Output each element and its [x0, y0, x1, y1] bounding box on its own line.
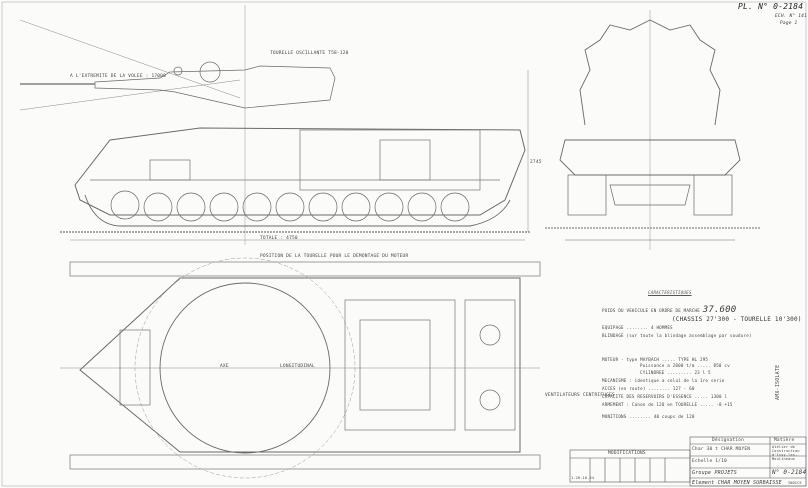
char-row: EQUIPAGE ........ 4 HOMMES	[602, 325, 673, 330]
ventilation-label: VENTILATEURS CENTRIFUGES	[545, 393, 615, 398]
left-track-front	[567, 174, 607, 216]
track-bottom	[69, 454, 541, 470]
char-value: 127 - 60	[672, 386, 695, 391]
char-label: ARMEMENT : Canon de 120 en TOURELLE	[602, 402, 698, 407]
char-value: 40 coups de 120	[653, 414, 695, 419]
char-label: MECANISME : identique a celui de la 1re …	[602, 378, 725, 383]
engine-compartment	[299, 129, 481, 191]
elevation-line	[19, 19, 241, 99]
char-value: 1300 l	[710, 394, 728, 399]
char-row: POIDS DU VEHICULE EN ORDRE DE MARCHE 37.…	[602, 305, 736, 315]
front-view	[545, 10, 760, 250]
length-dimension-label: TOTALE : 4750	[260, 236, 298, 241]
turret-front-outline	[579, 19, 721, 126]
char-row: MOTEUR - type MAYBACH ..... TYPE HL 295	[602, 357, 709, 362]
char-value: -8 +15	[716, 402, 733, 407]
atelier-field: Atelier de Construction d'Issy-les-Mouli…	[772, 445, 800, 461]
road-wheels	[110, 190, 470, 222]
transmission-plan	[464, 299, 516, 431]
side-view	[19, 5, 530, 245]
gun-label: A L'EXTREMITE DE LA VOLEE : 17000	[70, 74, 167, 79]
turret-outline	[94, 65, 336, 109]
matiere-header: Matière	[774, 438, 795, 443]
group-field: Groupe PROJETS	[692, 470, 737, 476]
ammo-rack-plan	[119, 329, 151, 406]
hull-outline	[74, 127, 526, 216]
cupola	[199, 61, 221, 83]
char-label: POIDS DU VEHICULE EN ORDRE DE MARCHE	[602, 308, 700, 313]
char-row: Puissance a 2800 t/m ..... 850 cv	[640, 363, 730, 368]
turret-position-label: POSITION DE LA TOURELLE POUR LE DEMONTAG…	[260, 254, 409, 259]
char-label: EQUIPAGE	[602, 325, 624, 330]
depression-line	[19, 79, 241, 111]
axis-label-2: LONGITUDINAL	[280, 364, 315, 369]
plan-number: PL. N° 0-2184	[738, 2, 804, 11]
designation-header: Désignation	[712, 438, 745, 443]
scale-number: ECH. N° 141	[775, 14, 808, 19]
right-track-front	[693, 174, 733, 216]
page-number: Page 1	[780, 21, 798, 26]
char-label: Puissance a 2800 t/m	[640, 363, 695, 368]
char-label: MUNITIONS	[602, 414, 627, 419]
char-label: MOTEUR - type MAYBACH	[602, 357, 660, 362]
indice-field: INDICE	[788, 481, 802, 485]
plan-view	[60, 257, 541, 479]
char-value: 37.600	[702, 305, 737, 315]
stamp: AMX-ISOLATE	[775, 364, 781, 400]
char-note: (CHASSIS 27'300 - TOURELLE 10'300)	[672, 316, 802, 323]
characteristics-title: CARACTERISTIQUES	[648, 290, 692, 295]
char-row: BLINDAGE (sur toute la blindage assembla…	[602, 333, 752, 338]
char-value: TYPE HL 295	[678, 357, 709, 362]
turret-label: TOURELLE OSCILLANTE T58-120	[270, 51, 349, 56]
char-value: 23 l 5	[694, 370, 711, 375]
drawing-number: N° 0-2184	[772, 469, 807, 476]
title-block-lines	[569, 436, 807, 487]
scale-field: Echelle 1/10	[692, 459, 727, 464]
height-dimension-label: 2745	[530, 160, 542, 165]
title-line1: Char 30 t CHAR MOYEN	[692, 447, 751, 452]
char-row: ARMEMENT : Canon de 120 en TOURELLE ....…	[602, 402, 733, 407]
char-value: 4 HOMMES	[651, 325, 673, 330]
char-row: MECANISME : identique a celui de la 1re …	[602, 378, 724, 383]
engine-plan	[344, 299, 456, 431]
char-row: ACCES (en route) ........ 127 - 60	[602, 386, 695, 391]
ammo-rack	[149, 159, 191, 181]
char-row: CYLINDREE ......... 23 l 5	[640, 370, 711, 375]
axis-label: AXE	[220, 364, 229, 369]
char-row: CAPACITE DES RESERVOIRS D'ESSENCE ..... …	[602, 394, 728, 399]
hull-plan	[79, 277, 521, 453]
modification-date: 1-20.10.54	[571, 476, 595, 480]
track-top	[69, 261, 541, 277]
char-label: CAPACITE DES RESERVOIRS D'ESSENCE	[602, 394, 692, 399]
modifications-title: MODIFICATIONS	[608, 451, 646, 456]
char-value: 850 cv	[713, 363, 730, 368]
char-label: BLINDAGE (sur toute la blindage assembla…	[602, 333, 752, 338]
char-label: CYLINDREE	[640, 370, 665, 375]
element-field: Element CHAR MOYEN SURBAISSE	[692, 480, 782, 486]
transmission	[379, 139, 431, 181]
sight	[173, 66, 183, 76]
char-label: ACCES (en route)	[602, 386, 646, 391]
track	[84, 194, 511, 227]
char-row: MUNITIONS ........ 40 coups de 120	[602, 414, 695, 419]
